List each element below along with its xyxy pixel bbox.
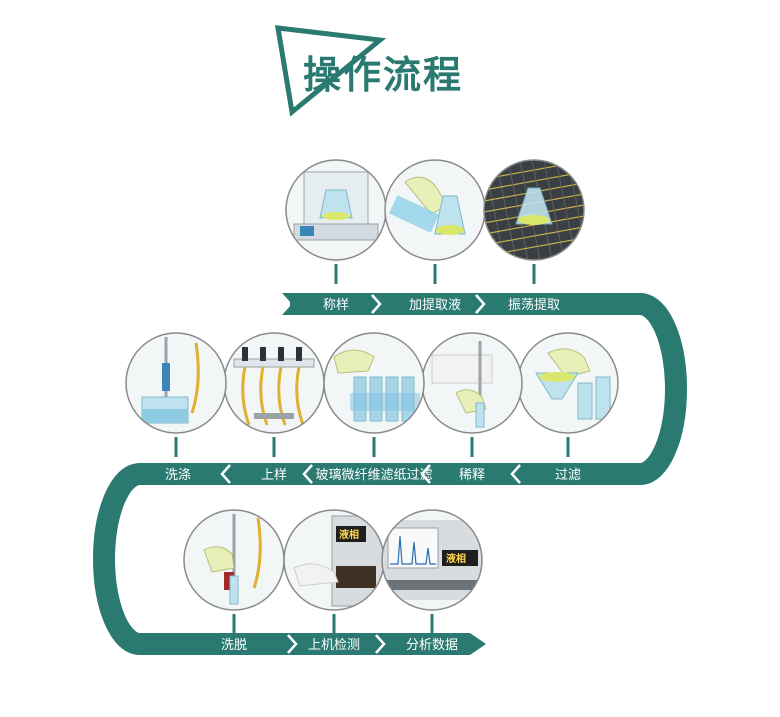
band-chevrons [220, 294, 521, 654]
step-illustration-filter-funnel [517, 332, 619, 434]
step-label: 玻璃微纤维滤纸过滤 [315, 468, 432, 483]
step-illustration-add-solvent [384, 159, 486, 261]
process-band [93, 293, 687, 655]
step-illustration-balance [285, 159, 387, 261]
title-triangle-icon [274, 25, 387, 117]
instrument-label: 液相 [446, 552, 466, 565]
step-label: 过滤 [555, 468, 581, 483]
step-illustration-chromatogram: 液相 [381, 509, 483, 611]
instrument-label: 液相 [339, 528, 359, 541]
band-end-arrow [470, 633, 486, 655]
step-illustration-washing [125, 332, 227, 434]
step-illustration-shaker [483, 159, 585, 261]
step-label: 分析数据 [406, 638, 458, 653]
page-title: 操作流程 [303, 53, 464, 97]
step-label: 洗脱 [221, 638, 247, 653]
step-illustration-elution [183, 509, 285, 611]
step-label: 洗涤 [165, 468, 191, 483]
step-label: 加提取液 [409, 297, 461, 313]
step-illustration-sample-loading [223, 332, 325, 434]
step-illustration-fiber-filter [323, 332, 425, 434]
step-label: 上样 [261, 468, 287, 483]
step-label: 稀释 [459, 468, 485, 483]
band-start-notch [282, 293, 296, 315]
step-label: 振荡提取 [508, 297, 560, 313]
step-illustration-dilution [421, 332, 523, 434]
step-label: 上机检测 [308, 638, 360, 653]
step-label: 称样 [323, 298, 349, 313]
step-illustration-hplc-load: 液相 [283, 509, 385, 611]
